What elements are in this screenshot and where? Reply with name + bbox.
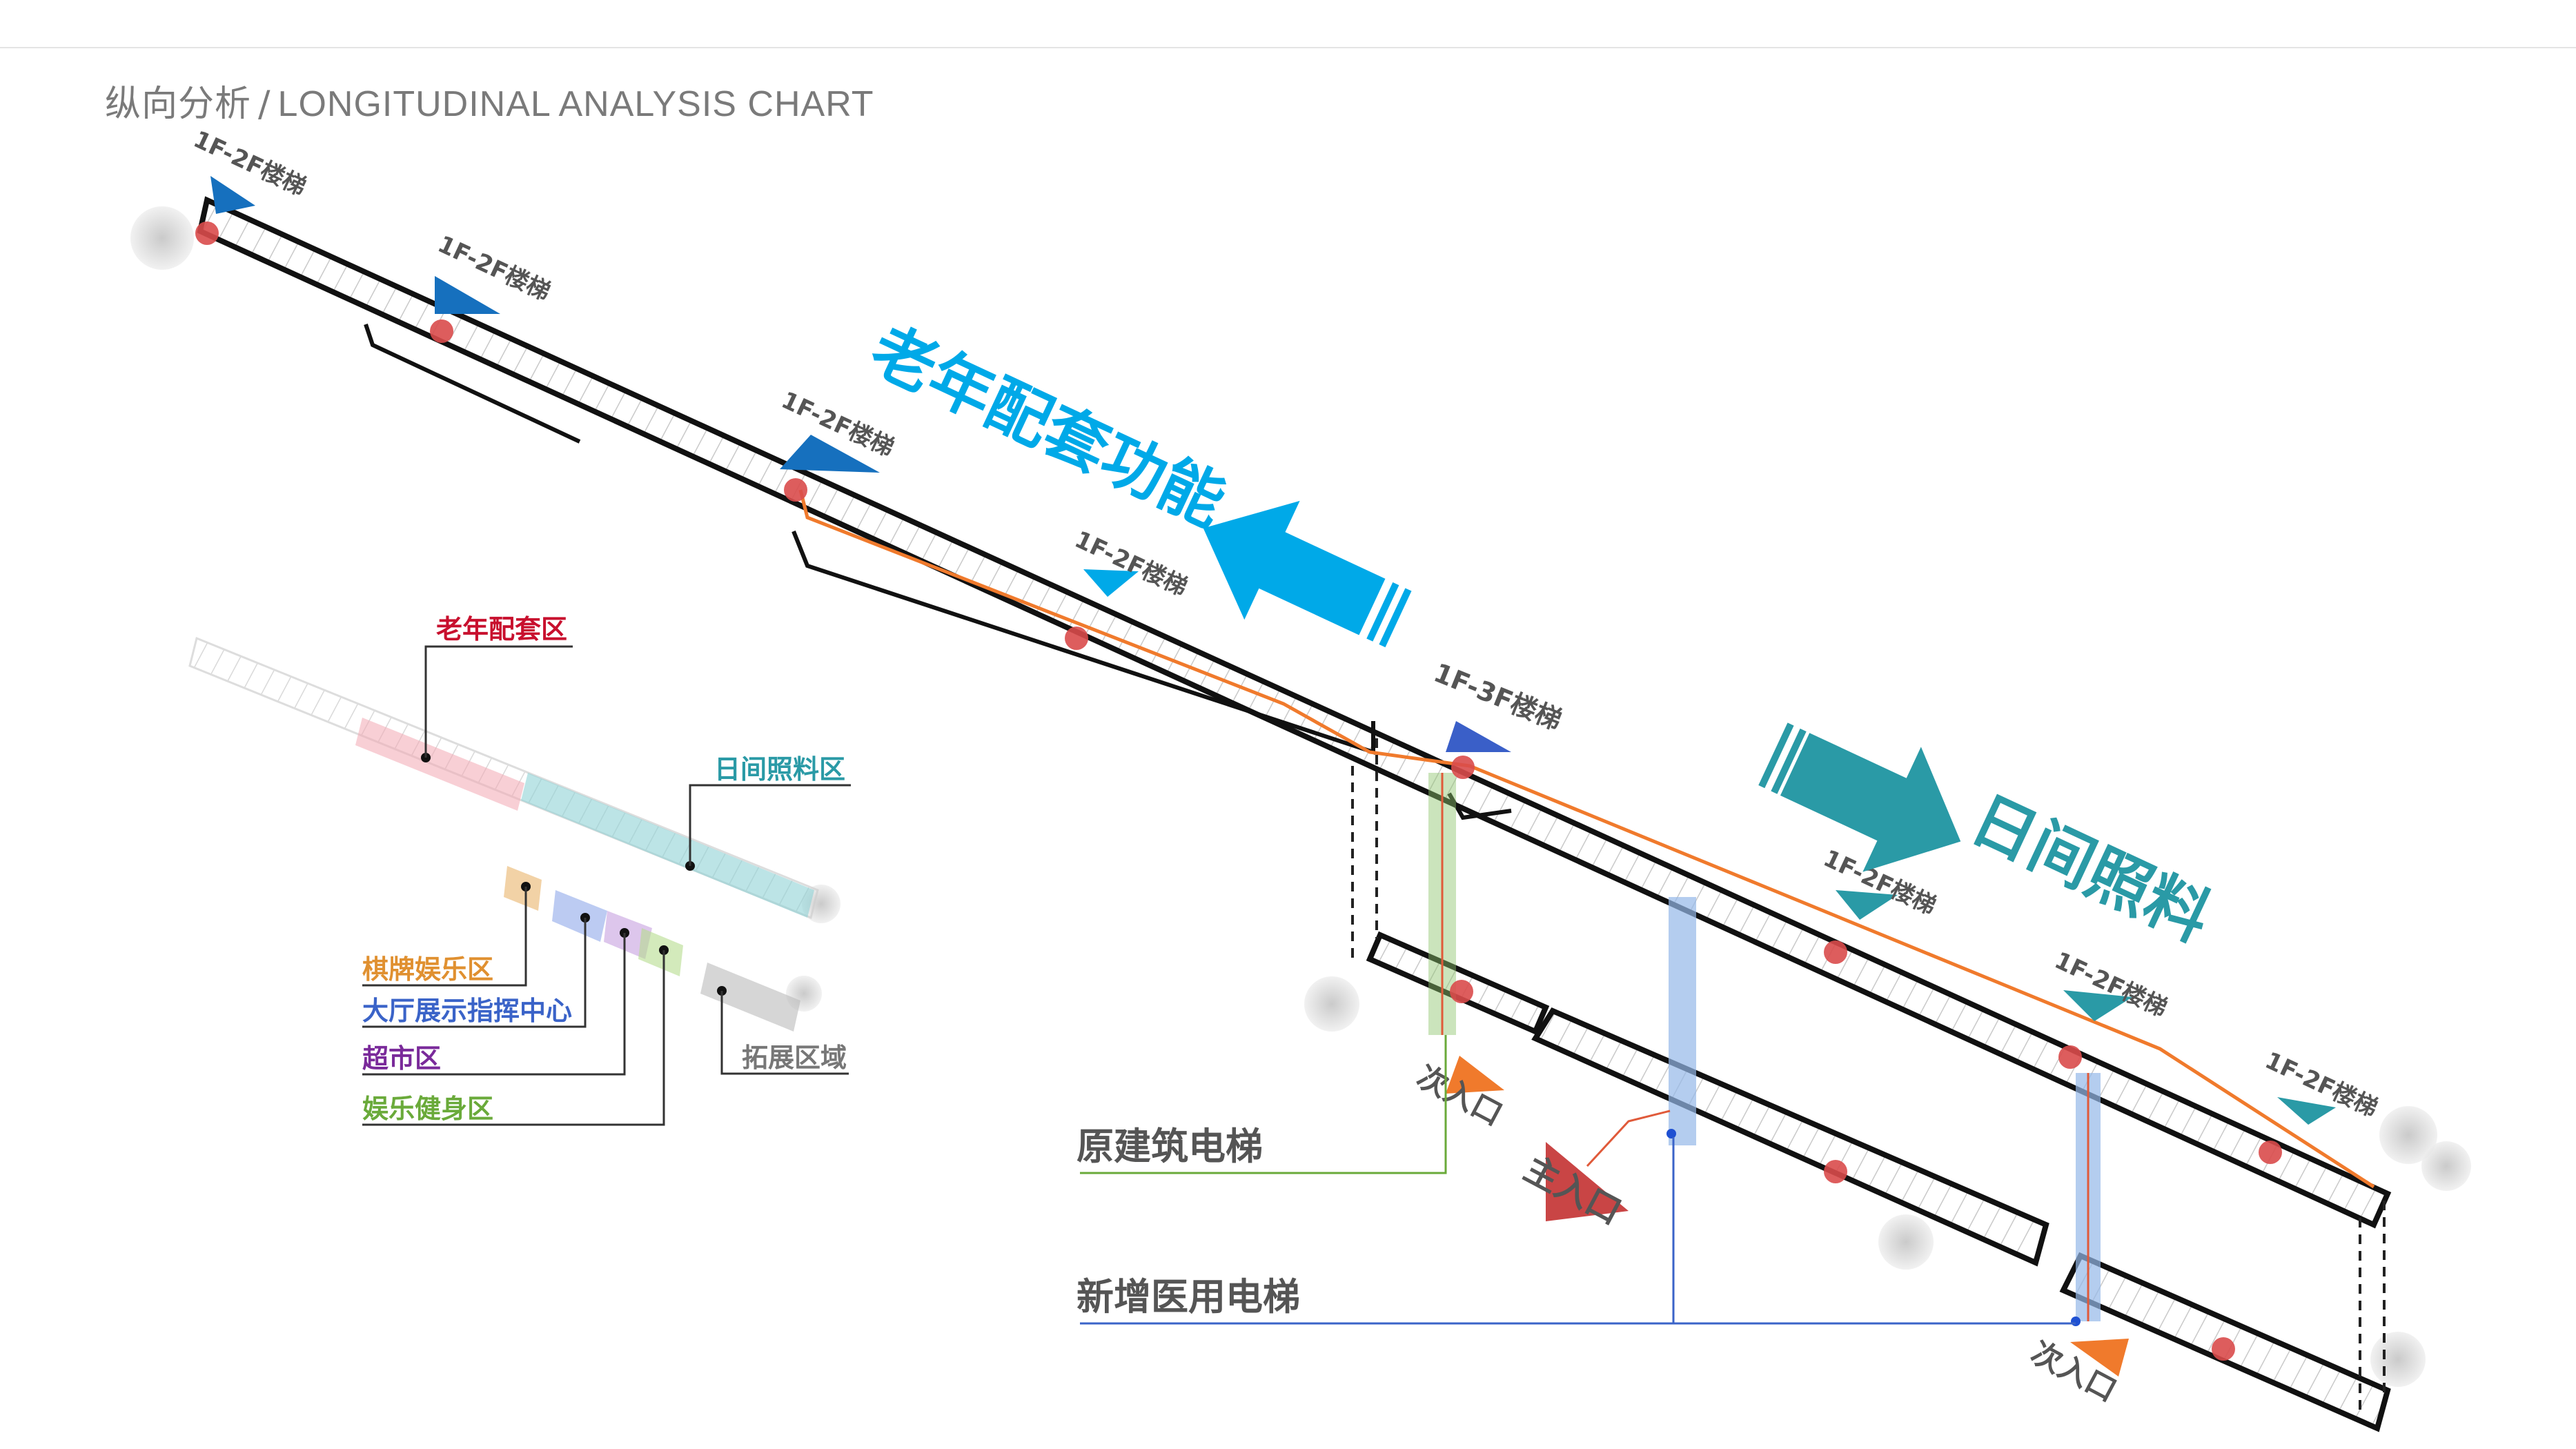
page-title-en: LONGITUDINAL ANALYSIS CHART [277, 84, 874, 124]
stair-dot [1451, 756, 1475, 779]
stair-dot [2058, 1045, 2082, 1069]
stair-markers [195, 221, 2282, 1361]
existing-elevator-label: 原建筑电梯 [1076, 1125, 1263, 1168]
stair-label-4: 1F-2F楼梯 [1070, 526, 1191, 602]
main-entrance-triangle-icon [1546, 1142, 1629, 1221]
tree-icon [2379, 1106, 2437, 1164]
zone-label-expand: 拓展区域 [742, 1043, 847, 1073]
zone-label-hall: 大厅展示指挥中心 [362, 996, 572, 1026]
page-title-cn: 纵向分析 [105, 83, 252, 125]
stair-label-1: 1F-2F楼梯 [189, 126, 310, 201]
medical-elevator-shaft-1 [1669, 897, 1696, 1145]
zone-key-map: 老年配套区 日间照料区 棋牌娱乐区 大厅展示指挥中心 超市区 娱乐健身区 拓展区… [188, 614, 851, 1126]
stair-dot [2259, 1141, 2282, 1164]
stair-triangle-icon [435, 276, 500, 314]
vertical-connectors [1351, 738, 2386, 1414]
left-arrow-icon [1203, 500, 1386, 635]
tree-icon [2370, 1332, 2426, 1387]
tree-icon [1878, 1214, 1934, 1270]
stair-dot [1824, 1160, 1847, 1183]
lower-building-blocks [1351, 738, 2391, 1432]
stair-dot [2212, 1337, 2235, 1361]
main-building-floor [197, 196, 2392, 1229]
stair-triangle-icon [210, 176, 255, 214]
stair-dot [195, 221, 219, 245]
stair-dot [784, 478, 807, 502]
daycare-function-label: 日间照料 [1960, 782, 2222, 956]
zone-label-fitness: 娱乐健身区 [362, 1094, 493, 1124]
zone-label-daycare: 日间照料区 [714, 754, 845, 785]
header-divider [0, 47, 2576, 48]
tree-icon [130, 206, 194, 270]
main-building-outline [197, 196, 2392, 1229]
stair-dot [1824, 940, 1847, 964]
tree-icon [2421, 1141, 2471, 1191]
right-arrow-icon [1780, 733, 1961, 872]
stair-dot [430, 319, 453, 343]
key-expand-zone [700, 963, 800, 1032]
elevator-shafts [1428, 773, 2101, 1326]
stair-dot [1065, 627, 1088, 650]
stair-triangle-icon [780, 435, 880, 473]
key-daycare-zone [521, 773, 814, 918]
stair-triangle-icon [2063, 990, 2132, 1021]
zone-label-chess: 棋牌娱乐区 [362, 954, 493, 985]
daycare-function-arrow: 日间照料 [1758, 722, 2222, 956]
stair-triangle-icon [2277, 1097, 2336, 1125]
zone-label-market: 超市区 [362, 1043, 441, 1074]
zone-label-elderly: 老年配套区 [436, 614, 567, 644]
corridor-route-line [798, 489, 2375, 1189]
tree-icon [1304, 976, 1359, 1032]
entrance-triangle-icon [1446, 1056, 1504, 1094]
tree-decorations [130, 206, 2471, 1387]
page-title: 纵向分析/LONGITUDINAL ANALYSIS CHART [105, 75, 874, 126]
key-elderly-zone [355, 718, 524, 811]
new-medical-elevator-label: 新增医用电梯 [1076, 1275, 1300, 1319]
stair-triangle-icon [1083, 569, 1139, 597]
stair-label-5: 1F-3F楼梯 [1430, 658, 1566, 736]
main-entrance-label: 主入口 [1517, 1148, 1628, 1232]
elderly-function-label: 老年配套功能 [860, 313, 1237, 540]
entrance-triangle-icon [2070, 1339, 2129, 1377]
lower-block-2 [1531, 1007, 2049, 1267]
key-hall-zone [552, 890, 607, 942]
stair-dot [1450, 980, 1473, 1003]
page-title-separator: / [258, 83, 271, 125]
elevator-callouts: 原建筑电梯 新增医用电梯 [1076, 1035, 2076, 1325]
stair-triangle-icon [1836, 890, 1898, 920]
stair-triangle-icon [1446, 721, 1511, 752]
